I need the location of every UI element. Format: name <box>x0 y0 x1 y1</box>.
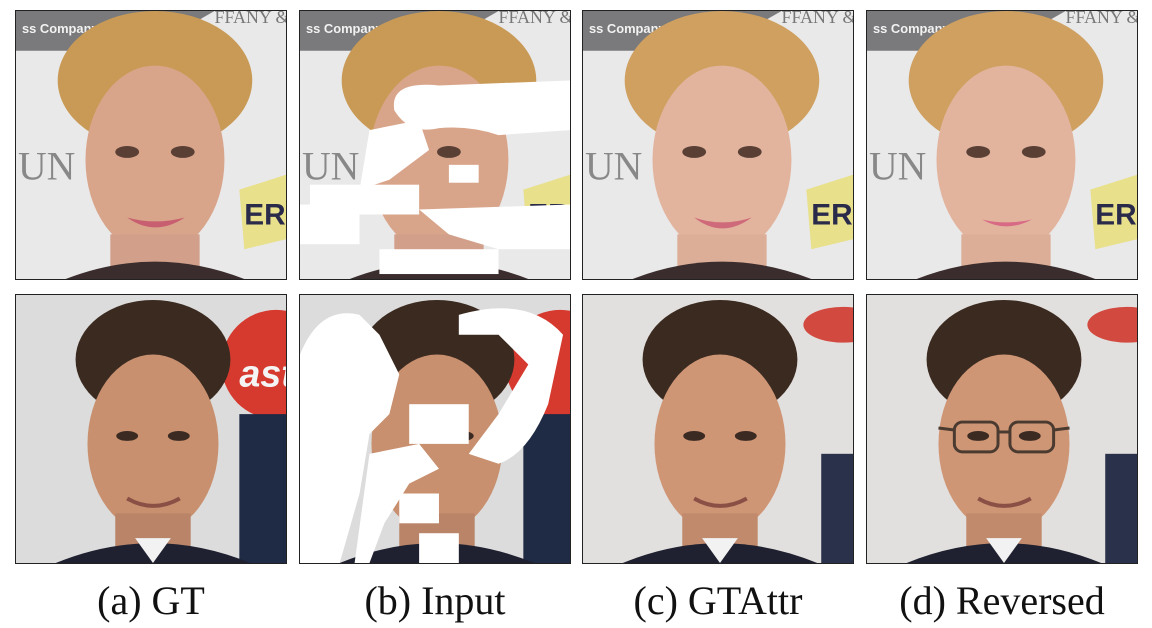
brand-top-text: FFANY & <box>215 11 286 27</box>
banner-text: ss Company <box>306 21 383 36</box>
logo-partial-text: ast <box>239 352 286 394</box>
man-reversed-image <box>866 294 1138 564</box>
brand-top-text: FFANY & <box>782 11 853 27</box>
woman-reversed-image: ss Company FFANY & UN ERI <box>866 10 1138 280</box>
brand-mid-text: UN <box>302 145 359 189</box>
inpainting-mask <box>300 308 564 563</box>
brand-mid-text: UN <box>18 145 75 189</box>
brand-right-text: ERI <box>811 198 853 231</box>
woman-input-photo: ss Company FFANY & UN ERI <box>300 11 570 279</box>
woman-gt-photo: ss Company FFANY & UN ERI <box>16 11 286 279</box>
man-reversed-photo <box>867 295 1137 563</box>
man-gt-photo: ast <box>16 295 286 563</box>
brand-top-text: FFANY & <box>499 11 570 27</box>
man-gtattr-image <box>582 294 854 564</box>
inpainting-mask <box>300 80 570 275</box>
woman-gtattr-image: ss Company FFANY & UN ERI <box>582 10 854 280</box>
brand-top-text: FFANY & <box>1066 11 1137 27</box>
banner-text: ss Company <box>589 21 666 36</box>
woman-reversed-photo: ss Company FFANY & UN ERI <box>867 11 1137 279</box>
banner-text: ss Company <box>22 21 99 36</box>
woman-gt-image: ss Company FFANY & UN ERI <box>15 10 287 280</box>
brand-right-text: ERI <box>1095 198 1137 231</box>
caption-gtattr: (c) GTAttr <box>633 578 803 623</box>
woman-gtattr-photo: ss Company FFANY & UN ERI <box>583 11 853 279</box>
eyeglasses <box>938 420 1070 454</box>
man-gt-image: ast <box>15 294 287 564</box>
caption-gt: (a) GT <box>97 578 205 623</box>
brand-mid-text: UN <box>585 145 642 189</box>
man-input-photo <box>300 295 570 563</box>
woman-input-image: ss Company FFANY & UN ERI <box>299 10 571 280</box>
man-input-image <box>299 294 571 564</box>
brand-mid-text: UN <box>869 145 926 189</box>
banner-text: ss Company <box>873 21 950 36</box>
brand-right-text: ERI <box>244 198 286 231</box>
man-gtattr-photo <box>583 295 853 563</box>
caption-input: (b) Input <box>364 578 506 623</box>
caption-reversed: (d) Reversed <box>899 578 1105 623</box>
